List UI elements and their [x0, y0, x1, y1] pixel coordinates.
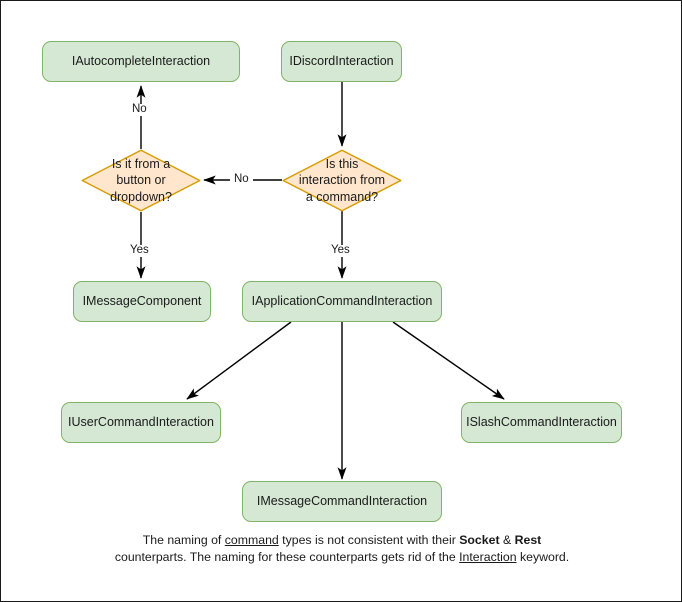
node-label: ISlashCommandInteraction — [466, 414, 617, 429]
node-label: IMessageComponent — [82, 293, 202, 308]
node-label: IMessageCommandInteraction — [256, 493, 428, 508]
node-label: Is it from a button or dropdown? — [110, 157, 172, 204]
node-autocomplete-interaction[interactable]: IAutocompleteInteraction — [42, 41, 240, 82]
caption-keyword-socket: Socket — [459, 533, 500, 547]
node-message-component[interactable]: IMessageComponent — [73, 281, 211, 322]
caption-line3-suffix: keyword. — [516, 550, 570, 565]
edge-label-no-between-diamonds: No — [232, 173, 251, 186]
node-user-command-interaction[interactable]: IUserCommandInteraction — [61, 402, 221, 443]
node-label: IApplicationCommandInteraction — [251, 293, 433, 308]
node-discord-interaction[interactable]: IDiscordInteraction — [281, 41, 402, 82]
caption-keyword-interaction: Interaction — [459, 550, 517, 565]
node-message-command-interaction[interactable]: IMessageCommandInteraction — [242, 481, 442, 522]
edge-label-yes-app-command: Yes — [329, 244, 352, 257]
caption-ampersand: & — [499, 533, 515, 547]
edge-app-command-to-user-command — [186, 321, 292, 400]
diagram-caption: The naming of command types is not consi… — [111, 532, 573, 567]
edge-label-no-autocomplete: No — [130, 103, 149, 116]
caption-line1-suffix: types is not consistent with their — [278, 533, 456, 547]
edge-app-command-to-slash-command — [392, 321, 505, 400]
node-command-question[interactable]: Is this interaction from a command? — [282, 149, 402, 212]
node-button-or-dropdown-question[interactable]: Is it from a button or dropdown? — [81, 149, 201, 212]
caption-keyword-rest: Rest — [514, 533, 542, 547]
node-label: IAutocompleteInteraction — [71, 53, 211, 68]
caption-keyword-command: command — [224, 533, 279, 547]
node-label: IDiscordInteraction — [289, 53, 394, 68]
diamond-shape — [81, 149, 201, 212]
caption-line1-prefix: The naming of — [142, 533, 225, 547]
caption-line2-suffix: counterparts. The naming for these — [114, 550, 306, 565]
edge-label-yes-message-component: Yes — [128, 244, 151, 257]
node-label: Is this interaction from a command? — [298, 157, 386, 204]
diamond-shape — [282, 149, 402, 212]
node-slash-command-interaction[interactable]: ISlashCommandInteraction — [461, 402, 622, 443]
node-label: IUserCommandInteraction — [68, 414, 214, 429]
caption-line3-prefix: counterparts gets rid of the — [309, 550, 460, 565]
node-application-command-interaction[interactable]: IApplicationCommandInteraction — [242, 281, 442, 322]
